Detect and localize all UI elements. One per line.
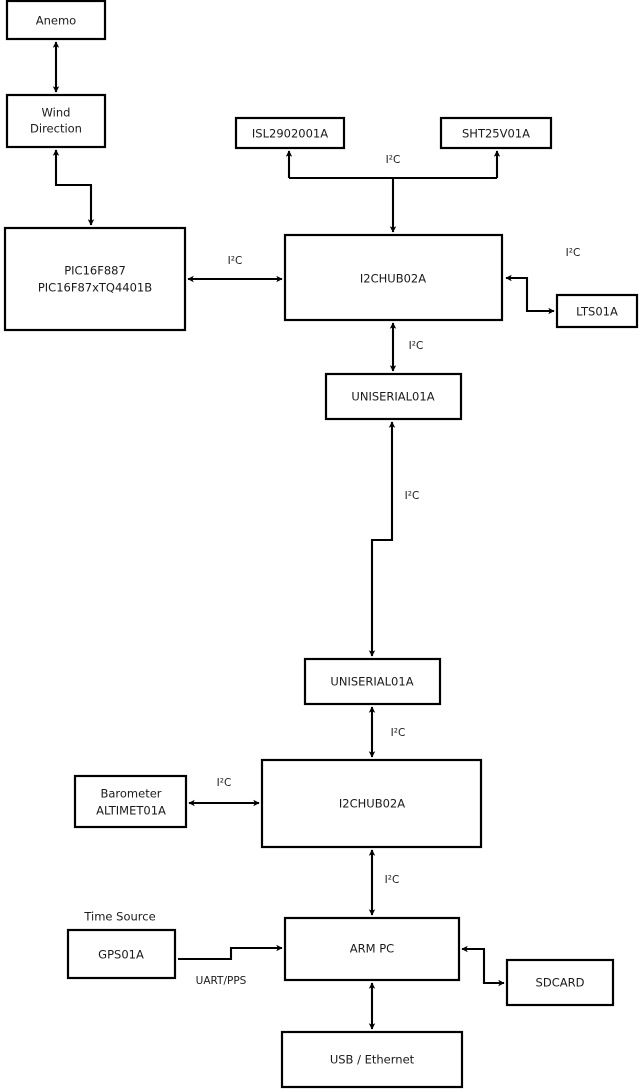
edge-label-pic-hub: I²C [228,255,243,267]
edge-label-hub-uniser-top: I²C [409,340,424,352]
node-isl2902001a-box[interactable] [234,116,346,150]
node-uniserial01a-bottom-box[interactable] [303,657,442,706]
free-labels-layer: Time Source [83,910,155,924]
label-time-source: Time Source [83,910,155,924]
node-wind-direction-label-line2: Direction [30,122,82,136]
edge-label-barometer-hubbot: I²C [217,777,232,789]
edge-label-gps-armpc: UART/PPS [196,975,247,987]
edge-label-uniser-uniser: I²C [405,490,420,502]
node-sht25v01a-box[interactable] [439,116,553,150]
node-usb-ethernet-box[interactable] [280,1030,464,1089]
node-isl2902001a-label: ISL2902001A [252,127,328,141]
node-pic-mcu[interactable]: PIC16F887 PIC16F87xTQ4401B [3,226,187,332]
node-i2chub02a-bottom-box[interactable] [260,758,483,849]
node-sht25v01a-label: SHT25V01A [462,127,530,141]
node-uniserial01a-top-label: UNISERIAL01A [351,390,434,404]
node-usb-ethernet-label: USB / Ethernet [330,1053,415,1067]
edge-winddir-pic [52,149,95,226]
node-i2chub02a-bottom-label: I2CHUB02A [339,797,405,811]
node-lts01a-box[interactable] [555,293,639,329]
node-pic-mcu-box[interactable] [3,226,187,332]
node-arm-pc-label: ARM PC [350,942,394,956]
node-wind-direction-box[interactable] [5,93,107,149]
node-arm-pc[interactable]: ARM PC [283,916,461,982]
edge-label-uniserbot-hubbot: I²C [391,727,406,739]
node-i2chub02a-top-box[interactable] [283,233,504,322]
node-uniserial01a-bottom-label: UNISERIAL01A [330,675,413,689]
node-arm-pc-box[interactable] [283,916,461,982]
edge-gps-armpc [178,944,283,961]
node-wind-direction[interactable]: Wind Direction [5,93,107,149]
edge-armpc-sdcard [461,945,505,987]
edge-uniser-uniser [368,421,396,657]
node-pic-mcu-label-line2: PIC16F87xTQ4401B [38,281,152,295]
node-uniserial01a-top-box[interactable] [324,372,463,421]
node-i2chub02a-bottom[interactable]: I2CHUB02A [260,758,483,849]
node-anemo[interactable]: Anemo [5,0,107,41]
node-usb-ethernet[interactable]: USB / Ethernet [280,1030,464,1089]
node-i2chub02a-top[interactable]: I2CHUB02A [283,233,504,322]
edge-labels-layer: I²C I²C I²C I²C I²C I²C I²C I²C UART/PPS [196,154,581,987]
node-sdcard-box[interactable] [505,958,615,1007]
node-pic-mcu-label-line1: PIC16F887 [64,264,126,278]
edge-label-hubbot-armpc: I²C [385,874,400,886]
node-i2chub02a-top-label: I2CHUB02A [360,272,426,286]
node-gps01a-label: GPS01A [98,948,144,962]
edges-layer [52,41,555,1030]
edge-label-hub-isl-sht: I²C [386,154,401,166]
node-isl2902001a[interactable]: ISL2902001A [234,116,346,150]
node-barometer-box[interactable] [73,774,188,829]
node-barometer-label-line1: Barometer [100,787,161,801]
edge-hub-lts [505,274,555,315]
edge-label-hub-lts: I²C [566,247,581,259]
node-sdcard-label: SDCARD [536,976,585,990]
node-wind-direction-label-line1: Wind [42,106,71,120]
node-uniserial01a-bottom[interactable]: UNISERIAL01A [303,657,442,706]
node-anemo-box[interactable] [5,0,107,41]
node-uniserial01a-top[interactable]: UNISERIAL01A [324,372,463,421]
node-sdcard[interactable]: SDCARD [505,958,615,1007]
nodes-layer: Anemo Wind Direction PIC16F887 PIC16F87x… [3,0,639,1089]
node-lts01a-label: LTS01A [576,305,618,319]
node-gps01a[interactable]: GPS01A [66,928,177,980]
node-sht25v01a[interactable]: SHT25V01A [439,116,553,150]
node-lts01a[interactable]: LTS01A [555,293,639,329]
node-anemo-label: Anemo [36,14,76,28]
node-gps01a-box[interactable] [66,928,177,980]
node-barometer[interactable]: Barometer ALTIMET01A [73,774,188,829]
node-barometer-label-line2: ALTIMET01A [96,804,166,818]
